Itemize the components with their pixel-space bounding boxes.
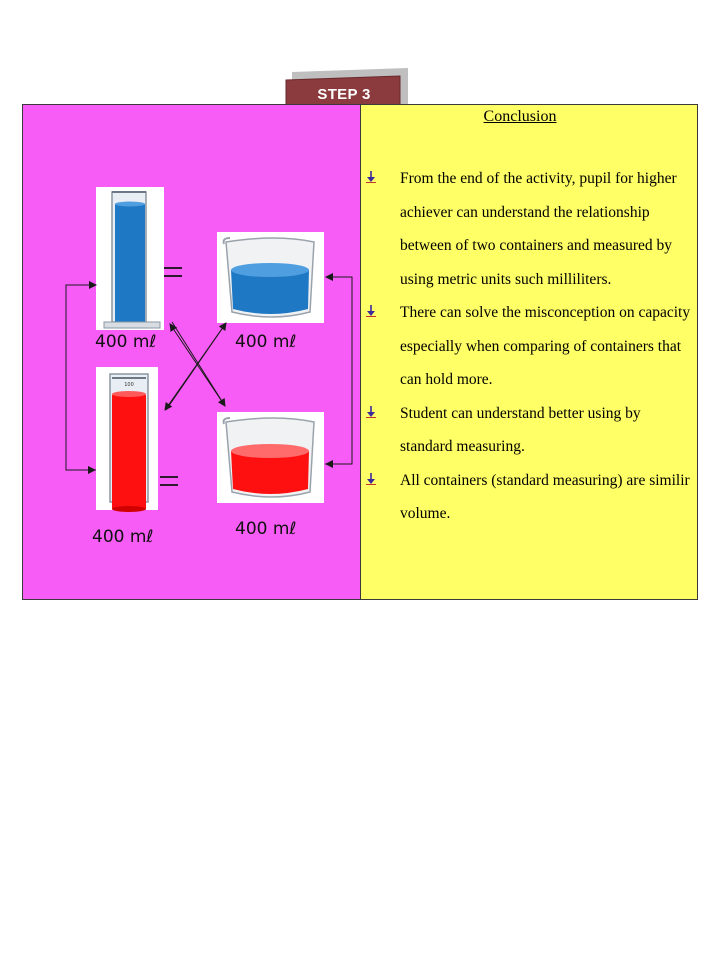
cylinder-mark: 100 <box>124 382 134 388</box>
conclusion-text: Student can understand better using by s… <box>400 404 641 456</box>
panel-divider <box>360 105 361 599</box>
right-connector-arrow <box>325 273 353 465</box>
down-arrow-bullet-icon <box>366 405 376 418</box>
blue-cylinder <box>96 187 164 330</box>
volume-label-blue-cylinder: 400 mℓ <box>95 332 156 352</box>
equals-sign-top <box>164 267 182 277</box>
volume-label-blue-beaker: 400 mℓ <box>235 332 296 352</box>
conclusion-item: Student can understand better using by s… <box>366 397 696 464</box>
conclusion-title: Conclusion <box>483 108 557 125</box>
conclusion-text: From the end of the activity, pupil for … <box>400 170 677 288</box>
conclusion-item: All containers (standard measuring) are … <box>366 464 696 531</box>
conclusion-item: There can solve the misconception on cap… <box>366 296 696 397</box>
conclusion-item: From the end of the activity, pupil for … <box>366 162 696 296</box>
conclusion-text: There can solve the misconception on cap… <box>400 304 691 388</box>
red-cylinder: 100 <box>96 367 158 512</box>
down-arrow-bullet-icon <box>366 305 376 317</box>
down-arrow-bullet-icon <box>366 171 376 183</box>
cross-arrow-back-1 <box>169 323 226 407</box>
down-arrow-bullet-icon <box>366 472 376 485</box>
left-connector-arrow <box>65 281 97 471</box>
red-beaker <box>217 412 324 503</box>
cross-arrow-back-2 <box>164 322 227 411</box>
blue-beaker <box>217 232 324 323</box>
step-label: STEP 3 <box>317 86 371 103</box>
equals-sign-bottom <box>160 476 178 486</box>
conclusion-list: From the end of the activity, pupil for … <box>366 162 696 531</box>
volume-label-red-cylinder: 400 mℓ <box>92 527 153 547</box>
right-panel <box>361 105 697 599</box>
conclusion-text: All containers (standard measuring) are … <box>400 471 690 523</box>
capacity-diagram: 100 400 mℓ 400 mℓ 400 mℓ 400 <box>65 187 353 547</box>
volume-label-red-beaker: 400 mℓ <box>235 519 296 539</box>
panel-frame <box>22 104 698 600</box>
